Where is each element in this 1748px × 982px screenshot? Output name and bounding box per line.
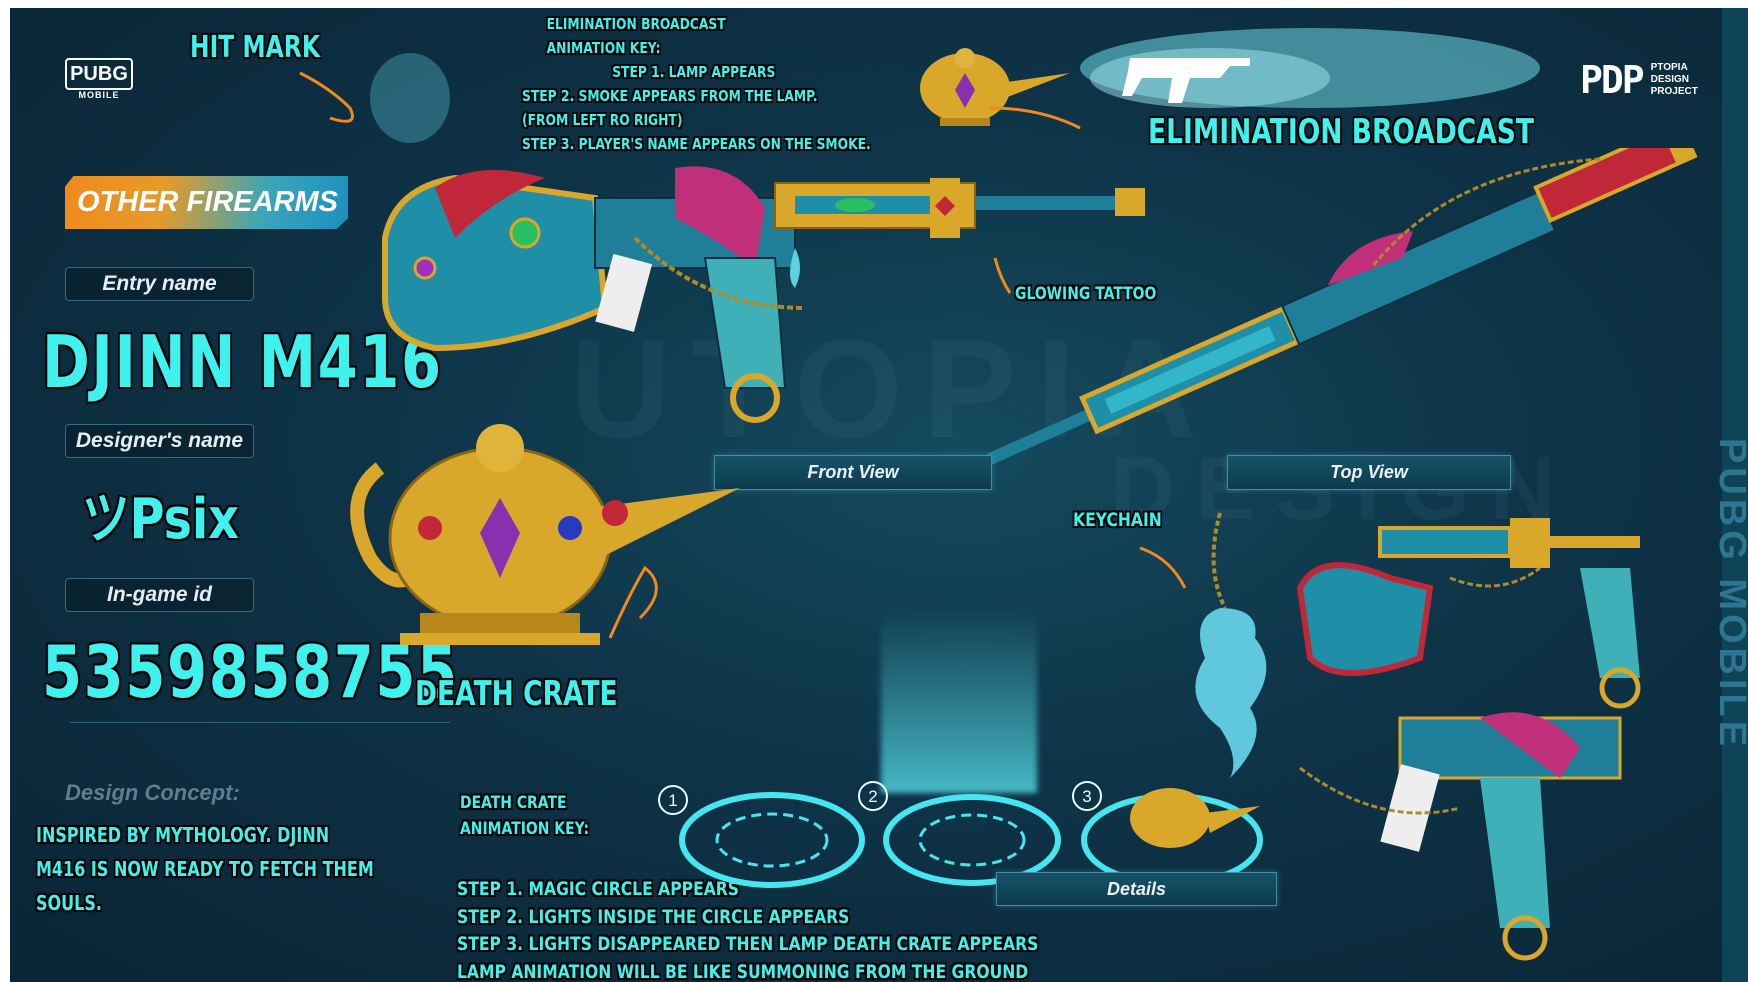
entry-name-value: DJINN M416 bbox=[42, 320, 443, 404]
elim-broadcast-graphic bbox=[920, 28, 1540, 130]
arrow-icon bbox=[299, 71, 354, 123]
lamp-icon bbox=[1130, 788, 1210, 848]
chain bbox=[633, 236, 806, 310]
concept-line: SOULS. bbox=[36, 891, 102, 915]
light-beam bbox=[881, 608, 1037, 793]
gem-icon bbox=[509, 217, 541, 249]
smoke-charm bbox=[1195, 608, 1267, 778]
arrow-icon bbox=[1139, 546, 1187, 589]
hit-mark-graphic bbox=[299, 53, 450, 143]
keychain-label: KEYCHAIN bbox=[1073, 509, 1162, 531]
top-view-tab[interactable]: Top View bbox=[1227, 455, 1511, 490]
front-view-rifle bbox=[382, 166, 1145, 423]
lamp-base bbox=[420, 613, 580, 635]
entry-name-label: Entry name bbox=[65, 267, 254, 301]
watermark-text: UTOPIA bbox=[570, 310, 1217, 467]
crate-step: STEP 2. LIGHTS INSIDE THE CIRCLE APPEARS bbox=[457, 905, 850, 928]
death-crate-steps: STEP 1. MAGIC CIRCLE APPEARS STEP 2. LIG… bbox=[457, 876, 1038, 982]
step-number: 3 bbox=[1082, 787, 1091, 806]
arrow-icon bbox=[989, 106, 1081, 130]
rifle-stock bbox=[382, 174, 609, 352]
death-crate-key-title: DEATH CRATE ANIMATION KEY: bbox=[460, 790, 589, 842]
arrow-icon bbox=[608, 565, 658, 639]
tattoo-arrow-icon bbox=[993, 257, 1012, 294]
rifle-detail-views bbox=[1296, 518, 1641, 961]
front-view-tab[interactable]: Front View bbox=[714, 455, 992, 490]
pdp-text: PTOPIA bbox=[1650, 62, 1688, 73]
designer-name-value: ツPsix bbox=[82, 487, 240, 552]
pdp-logo: PDP PTOPIA DESIGN PROJECT bbox=[1580, 58, 1698, 102]
hit-mark-smoke bbox=[370, 53, 450, 143]
concept-line: M416 IS NOW READY TO FETCH THEM bbox=[36, 857, 374, 881]
rifle-silhouette-icon bbox=[1122, 58, 1250, 103]
elim-step: STEP 3. PLAYER'S NAME APPEARS ON THE SMO… bbox=[522, 135, 871, 153]
keychain-graphic bbox=[1139, 512, 1267, 778]
top-view-rifle bbox=[986, 148, 1698, 465]
side-strip bbox=[1722, 8, 1748, 982]
elim-broadcast-label: ELIMINATION BROADCAST bbox=[1148, 112, 1534, 152]
category-banner: OTHER FIREARMS bbox=[65, 176, 348, 229]
in-game-id-label: In-game id bbox=[65, 578, 254, 612]
glowing-tattoo-label: GLOWING TATTOO bbox=[1015, 284, 1157, 304]
key-title-line: DEATH CRATE bbox=[460, 793, 567, 813]
magazine bbox=[703, 257, 787, 389]
lamp-spout bbox=[590, 488, 740, 558]
side-watermark: PUBG MOBILE bbox=[1711, 438, 1748, 751]
step-number: 2 bbox=[868, 787, 877, 806]
red-feather bbox=[435, 170, 545, 238]
gem-icon bbox=[480, 498, 520, 578]
elim-key-title-line: ELIMINATION BROADCAST bbox=[546, 15, 726, 33]
design-concept-label: Design Concept: bbox=[65, 780, 240, 805]
design-concept-text: INSPIRED BY MYTHOLOGY. DJINN M416 IS NOW… bbox=[36, 818, 374, 920]
chain bbox=[1211, 512, 1227, 609]
crate-step: STEP 3. LIGHTS DISAPPEARED THEN LAMP DEA… bbox=[457, 933, 1039, 955]
elim-step: STEP 2. SMOKE APPEARS FROM THE LAMP. bbox=[522, 87, 818, 105]
pdp-text: PROJECT bbox=[1650, 86, 1698, 97]
details-tab[interactable]: Details bbox=[996, 872, 1277, 906]
pdp-logo-mark: PDP bbox=[1580, 58, 1645, 102]
category-label: OTHER FIREARMS bbox=[77, 186, 338, 218]
death-crate-label: DEATH CRATE bbox=[415, 674, 618, 714]
grip bbox=[595, 253, 653, 332]
design-sheet: UTOPIA DESIGN PUBG MOBILE PUBG MOBILE PD… bbox=[10, 8, 1748, 982]
concept-line: INSPIRED BY MYTHOLOGY. DJINN bbox=[36, 823, 330, 847]
magic-circle-2 bbox=[883, 794, 1061, 886]
elim-key-title-line: ANIMATION KEY: bbox=[546, 39, 661, 57]
pubg-logo-sub: MOBILE bbox=[78, 90, 120, 100]
pubg-logo-text: PUBG bbox=[65, 58, 133, 90]
elim-key-title: ELIMINATION BROADCAST ANIMATION KEY: STE… bbox=[522, 12, 871, 156]
stock bbox=[1533, 148, 1682, 224]
designer-name-label: Designer's name bbox=[65, 424, 254, 458]
key-title-line: ANIMATION KEY: bbox=[460, 819, 590, 839]
barrel bbox=[986, 405, 1102, 465]
djinn-mask bbox=[675, 166, 765, 268]
crate-step: STEP 1. MAGIC CIRCLE APPEARS bbox=[457, 878, 740, 900]
lamp-death-crate bbox=[350, 424, 740, 645]
pubg-logo: PUBG MOBILE bbox=[65, 58, 133, 100]
magic-circle-1 bbox=[679, 792, 865, 888]
pdp-text: DESIGN bbox=[1650, 74, 1689, 85]
crate-step: LAMP ANIMATION WILL BE LIKE SUMMONING FR… bbox=[457, 960, 1029, 982]
elim-step: (FROM LEFT RO RIGHT) bbox=[522, 111, 683, 129]
divider bbox=[70, 722, 450, 723]
hit-mark-label: HIT MARK bbox=[190, 30, 320, 65]
elim-step: STEP 1. LAMP APPEARS bbox=[612, 63, 776, 81]
step-number: 1 bbox=[668, 791, 677, 810]
in-game-id-value: 5359858755 bbox=[42, 630, 459, 714]
